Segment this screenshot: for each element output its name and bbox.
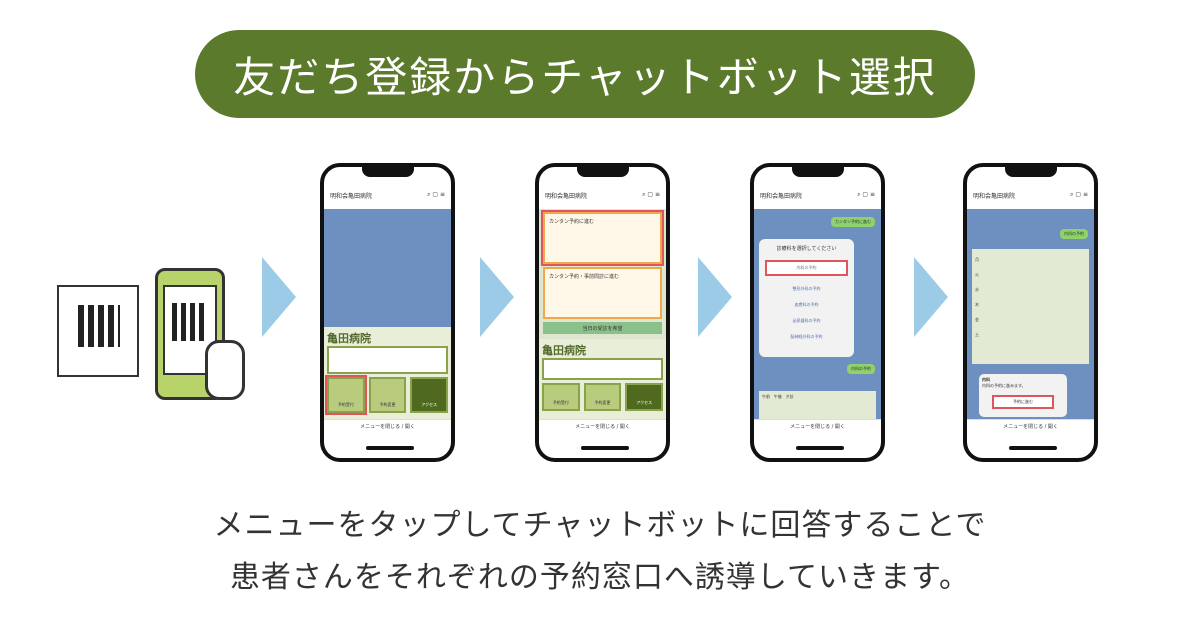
rich-menu: 亀田病院 予約受付 予約変更 アクセス — [539, 339, 666, 419]
schedule-table: 月火水木金土 — [972, 249, 1089, 364]
menu-toggle[interactable]: メニューを閉じる / 開く — [324, 419, 451, 433]
option-orthopedics[interactable]: 整形外科の予約 — [792, 286, 821, 291]
qr-code-icon — [172, 303, 208, 341]
schedule-table: 午前 午後 夕診 — [759, 391, 876, 419]
header-icons[interactable]: ⌕ ▢ ≡ — [642, 191, 660, 198]
easy-reserve-card[interactable]: カンタン予約に進む — [541, 210, 664, 266]
same-day-button[interactable]: 当日の受診を希望 — [543, 322, 662, 334]
account-name: 明和会亀田病院 — [545, 193, 588, 200]
menu-toggle[interactable]: メニューを閉じる / 開く — [967, 419, 1094, 433]
option-urology[interactable]: 泌尿器科の予約 — [792, 318, 821, 323]
menu-toggle[interactable]: メニューを閉じる / 開く — [539, 419, 666, 433]
option-dermatology[interactable]: 皮膚科の予約 — [794, 302, 819, 307]
chat-area: カンタン予約に進む 診療科を選択してください 内科の予約 整形外科の予約 皮膚科… — [754, 209, 881, 419]
sent-message: カンタン予約に進む — [831, 217, 875, 227]
phone-step-3: 明和会亀田病院 ⌕ ▢ ≡ カンタン予約に進む 診療科を選択してください 内科の予… — [750, 163, 885, 462]
hospital-logo: 亀田病院 — [327, 332, 371, 345]
chat-area: 亀田病院 予約受付 予約変更 アクセス — [324, 209, 451, 419]
arrow-right-icon — [480, 257, 514, 337]
menu-reserve-button[interactable]: 予約受付 — [542, 383, 580, 411]
account-name: 明和会亀田病院 — [973, 193, 1016, 200]
menu-access-button[interactable]: アクセス — [410, 377, 449, 413]
proceed-button[interactable]: 予約に進む — [992, 395, 1054, 409]
qr-code-icon — [78, 305, 120, 347]
phone-step-4: 明和会亀田病院 ⌕ ▢ ≡ 内科の予約 月火水木金土 内科 内科の予約に進みます。… — [963, 163, 1098, 462]
page-title: 友だち登録からチャットボット選択 — [195, 30, 975, 118]
header-icons[interactable]: ⌕ ▢ ≡ — [427, 191, 445, 198]
account-name: 明和会亀田病院 — [330, 193, 373, 200]
reserve-interview-card[interactable]: カンタン予約・事前問診に進む — [543, 267, 662, 319]
chat-area: 内科の予約 月火水木金土 内科 内科の予約に進みます。 予約に進む — [967, 209, 1094, 419]
sent-message: 内科の予約 — [847, 364, 875, 374]
header-icons[interactable]: ⌕ ▢ ≡ — [857, 191, 875, 198]
header-icons[interactable]: ⌕ ▢ ≡ — [1070, 191, 1088, 198]
hand-icon — [205, 340, 245, 400]
account-name: 明和会亀田病院 — [760, 193, 803, 200]
hospital-logo: 亀田病院 — [542, 344, 586, 357]
department-dialog: 診療科を選択してください 内科の予約 整形外科の予約 皮膚科の予約 泌尿器科の予… — [759, 239, 854, 357]
menu-change-button[interactable]: 予約変更 — [583, 383, 622, 411]
hours-table — [542, 358, 663, 380]
caption-line-2: 患者さんをそれぞれの予約窓口へ誘導していきます。 — [229, 560, 971, 595]
menu-change-button[interactable]: 予約変更 — [368, 377, 407, 413]
phone-step-1: 明和会亀田病院 ⌕ ▢ ≡ 亀田病院 予約受付 予約変更 アクセス メニューを閉じ… — [320, 163, 455, 462]
hours-table — [327, 346, 448, 374]
menu-access-button[interactable]: アクセス — [625, 383, 664, 411]
rich-menu: 亀田病院 予約受付 予約変更 アクセス — [324, 327, 451, 419]
phone-step-2: 明和会亀田病院 ⌕ ▢ ≡ カンタン予約に進む カンタン予約・事前問診に進む 当日… — [535, 163, 670, 462]
reply-card: 内科 内科の予約に進みます。 予約に進む — [979, 374, 1067, 417]
caption-line-1: メニューをタップしてチャットボットに回答することで — [213, 508, 987, 543]
dialog-prompt: 診療科を選択してください — [776, 246, 837, 252]
arrow-right-icon — [262, 257, 296, 337]
sent-message: 内科の予約 — [1060, 229, 1088, 239]
arrow-right-icon — [698, 257, 732, 337]
menu-reserve-button[interactable]: 予約受付 — [325, 375, 367, 415]
option-internal[interactable]: 内科の予約 — [765, 260, 848, 276]
option-neurosurgery[interactable]: 脳神経外科の予約 — [790, 334, 823, 339]
arrow-right-icon — [914, 257, 948, 337]
menu-toggle[interactable]: メニューを閉じる / 開く — [754, 419, 881, 433]
